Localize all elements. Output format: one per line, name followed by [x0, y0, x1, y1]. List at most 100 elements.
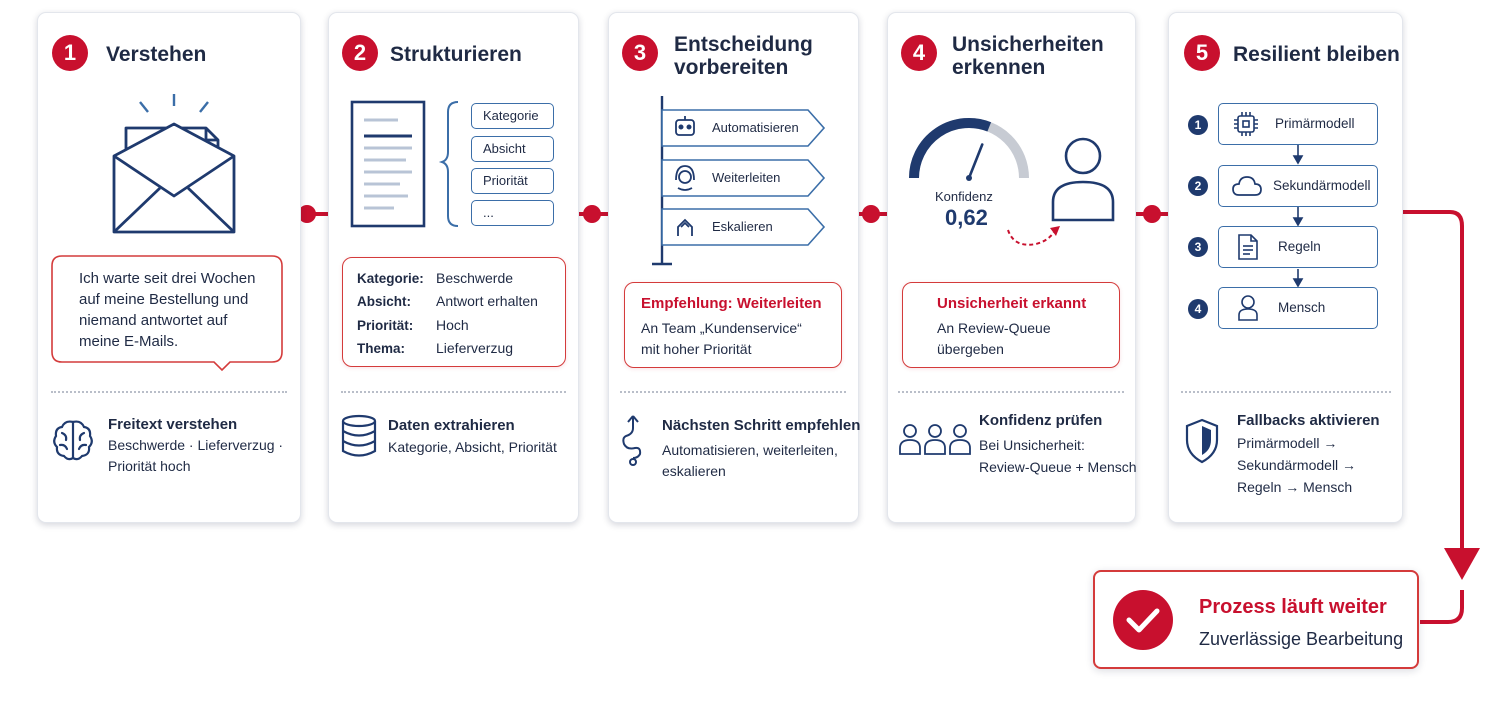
divider: [1181, 391, 1391, 393]
step-card-4: [887, 12, 1136, 523]
route-icon: [622, 415, 642, 466]
uncertainty-line: An Review-Queue: [937, 320, 1051, 336]
quote-line: auf meine Bestellung und: [79, 291, 249, 308]
step-title-2: Strukturieren: [390, 43, 522, 66]
chip-absicht: Absicht: [471, 136, 554, 162]
brain-icon: [53, 420, 93, 461]
fallback-label: Mensch: [1278, 300, 1326, 315]
field-label: Kategorie:: [357, 271, 424, 286]
handover-arrow: [1007, 226, 1060, 246]
fallback-primaermodell: [1218, 103, 1378, 145]
option-eskalieren: Eskalieren: [712, 219, 773, 234]
footer-line: Automatisieren, weiterleiten,: [662, 442, 838, 458]
field-value: Lieferverzug: [436, 340, 514, 356]
step-number-3: 3: [622, 35, 658, 71]
divider: [341, 391, 566, 393]
footer-line: Priorität hoch: [108, 458, 191, 474]
speech-bubble: [51, 255, 283, 372]
step-number-1: 1: [52, 35, 88, 71]
footer-title-4: Konfidenz prüfen: [979, 412, 1103, 429]
result-title: Prozess läuft weiter: [1199, 596, 1387, 618]
step-number-5: 5: [1184, 35, 1220, 71]
footer-title-1: Freitext verstehen: [108, 416, 238, 433]
robot-icon: [675, 116, 695, 136]
fallback-arrows: [1292, 145, 1304, 288]
field-value: Beschwerde: [436, 270, 514, 286]
option-automatisieren: Automatisieren: [712, 120, 799, 135]
fallback-regeln: [1218, 226, 1378, 268]
chip-more: ...: [471, 200, 554, 226]
footer-line: Beschwerde · Lieferverzug ·: [108, 437, 284, 453]
step-title-4b: erkennen: [952, 56, 1046, 79]
footer-line: Primärmodell →: [1237, 435, 1338, 451]
fallback-label: Sekundärmodell: [1273, 178, 1371, 193]
field-value: Hoch: [436, 317, 469, 333]
step-title-4: Unsicherheiten: [952, 33, 1104, 56]
uncertainty-title: Unsicherheit erkannt: [937, 295, 1087, 312]
escalate-icon: [677, 218, 693, 236]
signpost: [652, 96, 826, 266]
recommendation-box: [624, 282, 842, 368]
field-label: Priorität:: [357, 318, 414, 333]
fallback-number: 1: [1188, 115, 1208, 135]
quote-line: Ich warte seit drei Wochen: [79, 270, 256, 287]
footer-line: Sekundärmodell →: [1237, 457, 1357, 473]
quote-line: niemand antwortet auf: [79, 312, 228, 329]
document-icon: [1238, 234, 1258, 260]
footer-title-2: Daten extrahieren: [388, 417, 515, 434]
step-title-5: Resilient bleiben: [1233, 43, 1400, 66]
footer-title-5: Fallbacks aktivieren: [1237, 412, 1380, 429]
uncertainty-box: [902, 282, 1120, 368]
extraction-box: [342, 257, 566, 367]
step-number-4: 4: [901, 35, 937, 71]
step-card-3: [608, 12, 859, 523]
option-weiterleiten: Weiterleiten: [712, 170, 781, 185]
recommendation-line: An Team „Kundenservice“: [641, 320, 802, 336]
recommendation-line: mit hoher Priorität: [641, 341, 752, 357]
divider: [620, 391, 846, 393]
fallback-number: 3: [1188, 237, 1208, 257]
fallback-mensch: [1218, 287, 1378, 329]
chip-icon: [1234, 112, 1258, 136]
cloud-icon: [1232, 176, 1262, 196]
recommendation-title: Empfehlung: Weiterleiten: [641, 295, 822, 312]
quote-line: meine E-Mails.: [79, 333, 179, 350]
footer-line: Regeln → Mensch: [1237, 479, 1353, 495]
field-label: Absicht:: [357, 294, 411, 309]
person-icon: [1238, 295, 1258, 321]
footer-line: Review-Queue + Mensch: [979, 459, 1137, 475]
person-icon: [1051, 137, 1115, 222]
chip-kategorie: Kategorie: [471, 103, 554, 129]
gauge-value: 0,62: [945, 205, 988, 230]
step-title-3: Entscheidung: [674, 33, 813, 56]
fallback-label: Regeln: [1278, 239, 1321, 254]
people-icon: [899, 424, 971, 455]
shield-icon: [1185, 418, 1219, 464]
fallback-number: 2: [1188, 176, 1208, 196]
divider: [51, 391, 287, 393]
fallback-label: Primärmodell: [1275, 116, 1355, 131]
uncertainty-line: übergeben: [937, 341, 1004, 357]
envelope-icon: [112, 94, 236, 234]
checkmark-icon: [1113, 590, 1173, 650]
footer-line: Kategorie, Absicht, Priorität: [388, 439, 557, 455]
headset-icon: [675, 165, 695, 191]
step-title-3b: vorbereiten: [674, 56, 789, 79]
step-number-2: 2: [342, 35, 378, 71]
field-label: Thema:: [357, 341, 406, 356]
divider: [898, 391, 1124, 393]
fallback-sekundaermodell: [1218, 165, 1378, 207]
fallback-number: 4: [1188, 299, 1208, 319]
document-icon: [350, 100, 459, 228]
confidence-gauge: [909, 118, 1029, 181]
footer-line: Bei Unsicherheit:: [979, 437, 1085, 453]
gauge-label: Konfidenz: [935, 189, 993, 204]
step-title-1: Verstehen: [106, 43, 207, 66]
field-value: Antwort erhalten: [436, 293, 538, 309]
footer-title-3: Nächsten Schritt empfehlen: [662, 417, 861, 434]
result-subtitle: Zuverlässige Bearbeitung: [1199, 629, 1404, 649]
footer-line: eskalieren: [662, 463, 726, 479]
database-icon: [341, 414, 377, 457]
chip-prioritaet: Priorität: [471, 168, 554, 194]
